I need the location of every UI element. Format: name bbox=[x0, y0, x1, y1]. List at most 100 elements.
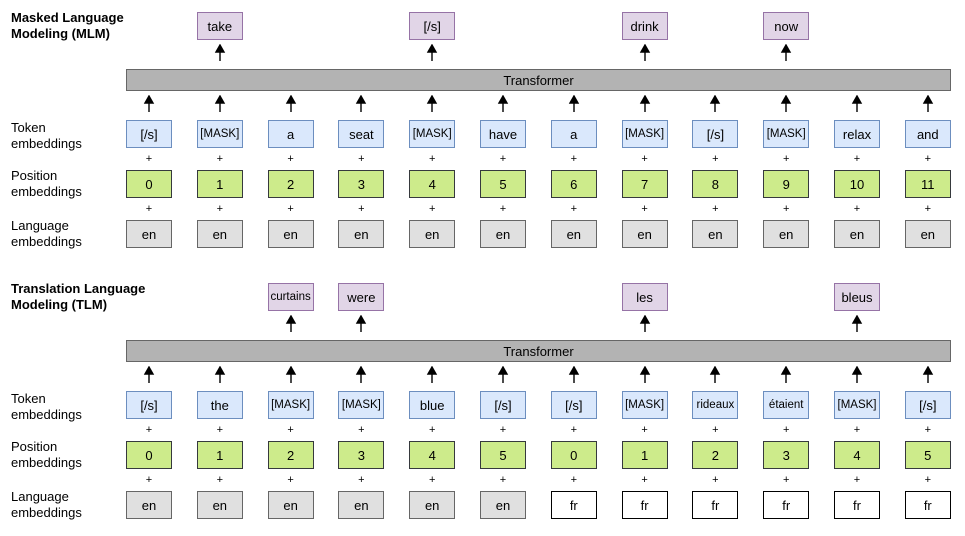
plus-sign: + bbox=[358, 424, 365, 436]
predicted-token: les bbox=[621, 283, 668, 311]
language-embeddings-label: Language embeddings bbox=[11, 218, 82, 249]
plus-sign: + bbox=[570, 153, 578, 165]
input-arrow-icon bbox=[214, 366, 226, 383]
position-embedding: 8 bbox=[692, 170, 739, 198]
input-arrow-icon bbox=[710, 95, 721, 112]
position-embedding: 5 bbox=[480, 441, 526, 469]
input-arrow-icon bbox=[143, 95, 155, 112]
output-arrow-icon bbox=[285, 315, 296, 332]
language-embedding: fr bbox=[621, 491, 668, 519]
position-embedding: 1 bbox=[621, 441, 668, 469]
input-arrow-icon bbox=[568, 366, 580, 383]
predicted-token: now bbox=[763, 12, 810, 40]
position-embedding: 5 bbox=[480, 170, 526, 198]
plus-sign: + bbox=[641, 203, 648, 215]
input-arrow-icon bbox=[356, 366, 367, 383]
token-embedding: [MASK] bbox=[763, 120, 810, 148]
input-arrow-icon bbox=[285, 95, 296, 112]
language-embedding: en bbox=[621, 220, 668, 248]
plus-sign: + bbox=[428, 474, 436, 486]
position-embedding: 4 bbox=[834, 441, 880, 469]
plus-sign: + bbox=[216, 424, 224, 436]
plus-sign: + bbox=[924, 424, 932, 436]
section-title: Translation Language Modeling (TLM) bbox=[11, 281, 146, 312]
language-embedding: fr bbox=[834, 491, 880, 519]
input-arrow-icon bbox=[356, 95, 367, 112]
token-embedding: a bbox=[267, 120, 314, 148]
input-arrow-icon bbox=[851, 366, 863, 383]
token-embedding: [MASK] bbox=[621, 391, 668, 419]
input-arrow-icon bbox=[568, 95, 580, 112]
input-arrow-icon bbox=[639, 95, 650, 112]
plus-sign: + bbox=[145, 203, 153, 215]
output-arrow-icon bbox=[639, 44, 650, 61]
token-embedding: blue bbox=[409, 391, 456, 419]
plus-sign: + bbox=[782, 474, 790, 486]
language-embedding: en bbox=[904, 220, 951, 248]
plus-sign: + bbox=[853, 153, 861, 165]
input-arrow-icon bbox=[710, 366, 721, 383]
position-embedding: 4 bbox=[409, 170, 456, 198]
input-arrow-icon bbox=[851, 95, 863, 112]
predicted-token: take bbox=[196, 12, 243, 40]
language-embedding: en bbox=[692, 220, 739, 248]
plus-sign: + bbox=[712, 424, 719, 436]
plus-sign: + bbox=[570, 424, 578, 436]
input-arrow-icon bbox=[214, 95, 226, 112]
plus-sign: + bbox=[499, 153, 507, 165]
position-embedding: 3 bbox=[763, 441, 810, 469]
token-embeddings-label: Token embeddings bbox=[11, 391, 82, 422]
plus-sign: + bbox=[145, 153, 153, 165]
plus-sign: + bbox=[358, 203, 365, 215]
plus-sign: + bbox=[145, 474, 153, 486]
position-embedding: 6 bbox=[550, 170, 597, 198]
token-embedding: [/s] bbox=[692, 120, 739, 148]
language-embedding: en bbox=[480, 220, 526, 248]
output-arrow-icon bbox=[426, 44, 438, 61]
position-embedding: 4 bbox=[409, 441, 456, 469]
token-embedding: [/s] bbox=[550, 391, 597, 419]
predicted-token: curtains bbox=[267, 283, 314, 311]
token-embedding: [MASK] bbox=[196, 120, 243, 148]
section-mlm: Masked Language Modeling (MLM)Token embe… bbox=[0, 0, 965, 265]
output-arrow-icon bbox=[851, 315, 863, 332]
position-embedding: 11 bbox=[904, 170, 951, 198]
token-embedding: have bbox=[480, 120, 526, 148]
language-embedding: en bbox=[550, 220, 597, 248]
plus-sign: + bbox=[358, 474, 365, 486]
language-embedding: en bbox=[196, 491, 243, 519]
language-embedding: fr bbox=[763, 491, 810, 519]
language-embedding: en bbox=[338, 491, 385, 519]
predicted-token: drink bbox=[621, 12, 668, 40]
position-embedding: 1 bbox=[196, 170, 243, 198]
plus-sign: + bbox=[216, 474, 224, 486]
position-embedding: 2 bbox=[692, 441, 739, 469]
plus-sign: + bbox=[924, 474, 932, 486]
position-embedding: 9 bbox=[763, 170, 810, 198]
plus-sign: + bbox=[145, 424, 153, 436]
plus-sign: + bbox=[216, 153, 224, 165]
plus-sign: + bbox=[853, 424, 861, 436]
position-embedding: 0 bbox=[126, 441, 172, 469]
plus-sign: + bbox=[358, 153, 365, 165]
input-arrow-icon bbox=[639, 366, 650, 383]
token-embedding: [MASK] bbox=[834, 391, 880, 419]
position-embeddings-label: Position embeddings bbox=[11, 439, 82, 470]
predicted-token: bleus bbox=[834, 283, 880, 311]
plus-sign: + bbox=[287, 153, 294, 165]
input-arrow-icon bbox=[426, 95, 438, 112]
position-embedding: 0 bbox=[126, 170, 172, 198]
token-embedding: [MASK] bbox=[621, 120, 668, 148]
input-arrow-icon bbox=[497, 366, 509, 383]
token-embedding: [MASK] bbox=[267, 391, 314, 419]
plus-sign: + bbox=[570, 474, 578, 486]
token-embedding: relax bbox=[834, 120, 880, 148]
token-embedding: and bbox=[904, 120, 951, 148]
plus-sign: + bbox=[499, 424, 507, 436]
token-embedding: [/s] bbox=[904, 391, 951, 419]
token-embedding: a bbox=[550, 120, 597, 148]
position-embedding: 10 bbox=[834, 170, 880, 198]
plus-sign: + bbox=[499, 474, 507, 486]
predicted-token: were bbox=[338, 283, 385, 311]
plus-sign: + bbox=[287, 203, 294, 215]
